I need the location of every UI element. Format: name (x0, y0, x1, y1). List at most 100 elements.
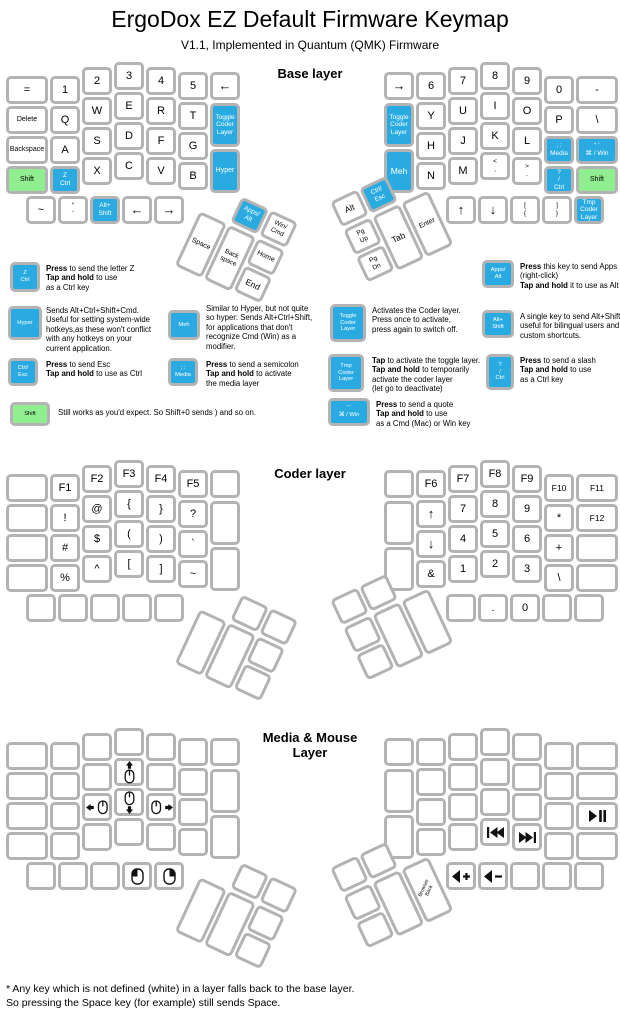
key-base-blank: ↑ (446, 196, 476, 224)
key-media-blank (330, 855, 370, 894)
key-coder-blank (359, 573, 399, 612)
legend-key-ctrl-esc: Ctrl/Esc (8, 358, 38, 386)
legend-text-shift-note: Still works as you'd expect. So Shift+0 … (58, 408, 257, 417)
key-coder-blank (6, 474, 48, 502)
key-base-tab: Tab (372, 203, 425, 271)
key-coder-blank (154, 594, 184, 622)
key-media-blank (82, 823, 112, 851)
layer-label-base: Base layer (277, 66, 343, 81)
key-base-hyper: Hyper (210, 149, 240, 193)
key-coder-f12: F12 (576, 504, 618, 532)
mouse-down-icon (123, 790, 136, 814)
key-media-blank (416, 768, 446, 796)
key-base-2: 2 (82, 67, 112, 95)
key-coder-blank: ! (50, 504, 80, 532)
key-coder-f6: F6 (416, 470, 446, 498)
key-media-blank (512, 793, 542, 821)
key-base-8: 8 (480, 62, 510, 90)
key-media-blank (448, 733, 478, 761)
key-media-vol-up (446, 862, 476, 890)
key-coder-blank (355, 642, 395, 681)
key-base-meh: Meh (384, 149, 414, 193)
key-coder-blank: ( (114, 520, 144, 548)
key-coder-blank (210, 547, 240, 591)
key-base-y: Y (416, 102, 446, 130)
key-coder-blank (6, 534, 48, 562)
key-media-blank (82, 763, 112, 791)
key-media-mouse-left (82, 793, 112, 821)
key-base-blank: “‘ (58, 196, 88, 224)
key-base-f: F (146, 127, 176, 155)
page-title: ErgoDox EZ Default Firmware Keymap (111, 6, 509, 32)
key-media-blank (574, 862, 604, 890)
key-media-next-track (512, 823, 542, 851)
key-media-blank (246, 904, 286, 943)
key-media-blank (259, 876, 299, 915)
key-base-k: K (480, 122, 510, 150)
key-base-6: 6 (416, 72, 446, 100)
key-media-blank (448, 823, 478, 851)
legend-text-apps-alt: Press this key to send Apps(right-click)… (520, 262, 619, 290)
key-base-blank: ↓ (478, 196, 508, 224)
key-media-blank (512, 763, 542, 791)
key-media-blank (50, 802, 80, 830)
key-coder-f11: F11 (576, 474, 618, 502)
legend-text-hyper: Sends Alt+Ctrl+Shift+Cmd.Useful for sett… (46, 306, 152, 353)
key-media-blank (544, 772, 574, 800)
key-coder-blank: ] (146, 555, 176, 583)
key-coder-blank (542, 594, 572, 622)
key-media-mouse-right (146, 793, 176, 821)
key-media-blank (114, 728, 144, 756)
key-base-3: 3 (114, 62, 144, 90)
footnote-line-2: So pressing the Space key (for example) … (6, 997, 281, 1009)
key-base-alt: Alt (330, 189, 370, 228)
thumb-cluster-left-coder (174, 581, 300, 705)
key-media-blank (146, 823, 176, 851)
key-coder-blank (203, 622, 257, 690)
key-coder-1: 1 (448, 555, 478, 583)
key-coder-blank: * (544, 504, 574, 532)
key-base-j: J (448, 127, 478, 155)
key-media-blank (576, 832, 618, 860)
key-base-i: I (480, 92, 510, 120)
key-coder-blank (233, 663, 273, 702)
key-coder-2: 2 (480, 550, 510, 578)
key-base-apps-alt: Apps/Alt (230, 196, 270, 235)
key-coder-blank: @ (82, 495, 112, 523)
key-coder-blank (210, 501, 240, 545)
key-media-blank (355, 910, 395, 949)
key-media-mouse-btn-left (122, 862, 152, 890)
key-base-h: H (416, 132, 446, 160)
thumb-cluster-right-coder (330, 559, 456, 683)
key-media-prev-track (480, 818, 510, 846)
key-media-blank (203, 890, 257, 958)
key-coder-blank: ^ (82, 555, 112, 583)
key-base-delete: Delete (6, 106, 48, 134)
key-media-blank (146, 733, 176, 761)
key-coder-blank (90, 594, 120, 622)
key-base-a: A (50, 136, 80, 164)
legend-key-win: “ ‘⌘ / Win (328, 398, 370, 426)
key-media-blank (576, 772, 618, 800)
key-media-blank (114, 818, 144, 846)
legend-key-shift: Shift (10, 402, 50, 426)
key-base-m: M (448, 157, 478, 185)
legend-key-media: ; :Media (168, 358, 198, 386)
key-base-blank: ← (210, 72, 240, 100)
key-coder-blank (122, 594, 152, 622)
key-media-blank (359, 841, 399, 880)
mouse-up-icon (123, 760, 136, 784)
mouse-right-icon (150, 799, 173, 815)
legend-key-alt-shift: Alt+Shift (482, 310, 514, 338)
key-coder-0: 0 (510, 594, 540, 622)
key-base-blank: ~ (26, 196, 56, 224)
key-base-n: N (416, 162, 446, 190)
key-coder-blank: ` (178, 530, 208, 558)
key-base-shift: Shift (6, 166, 48, 194)
